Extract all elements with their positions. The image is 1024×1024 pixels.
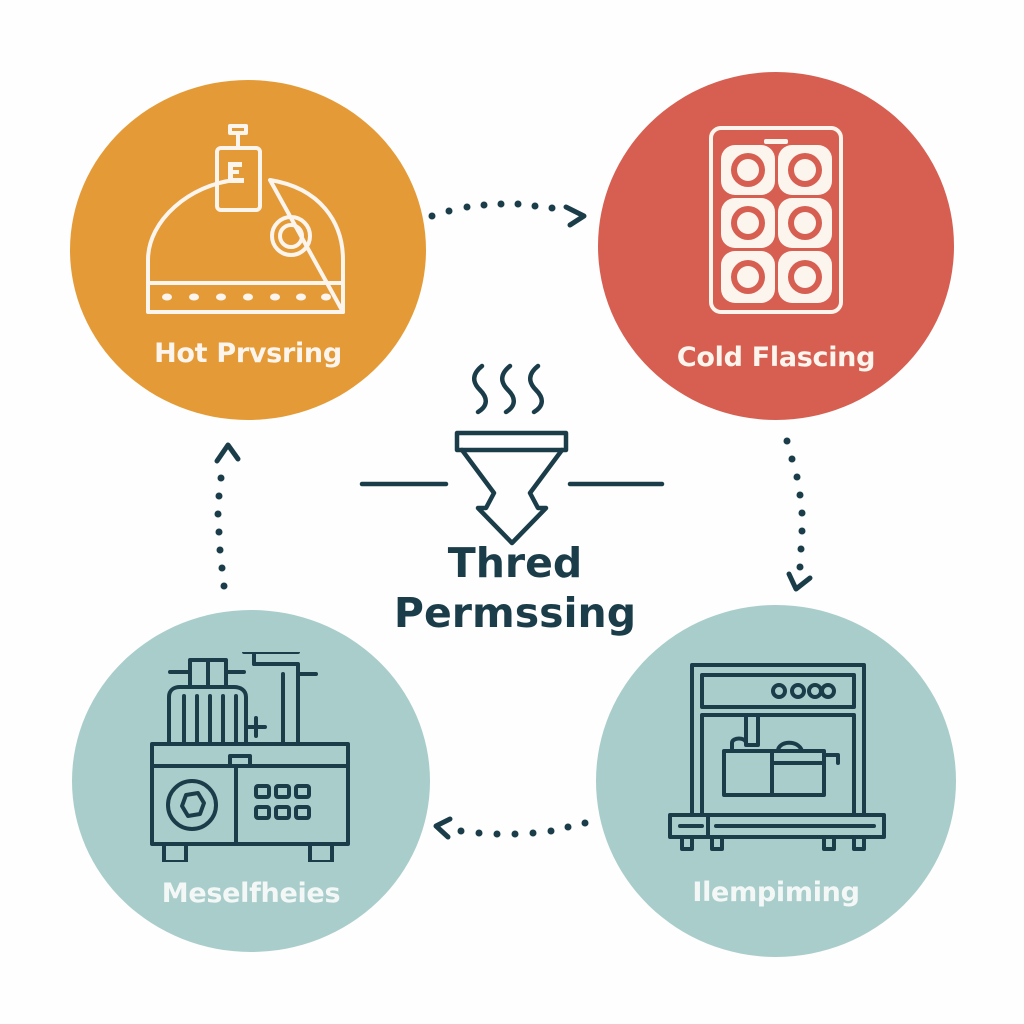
center-title-line2: Permssing [393,589,637,637]
steam-icon [472,363,488,415]
press-station-icon [668,663,886,851]
mold-tray-icon [709,126,843,314]
node-ilempiming[interactable]: Ilempiming [596,605,956,957]
node-label: Hot Prvsring [154,338,342,369]
arrow-hot-to-cold [428,200,556,220]
dome-machine-icon [146,124,345,314]
arrowhead-left [433,816,453,840]
node-cold-flascing[interactable]: Cold Flascing [598,72,954,420]
node-label: Meselfheies [161,878,341,909]
node-label: Cold Flascing [676,342,876,373]
center-title-line1: Thred [447,539,583,587]
arrow-hemp-to-mesel [457,819,589,838]
arrowhead-down [786,571,813,592]
arrow-cold-to-hemp [783,437,806,571]
node-label: Ilempiming [692,877,860,908]
funnel-arrow-icon [359,363,665,546]
arrowhead-up [214,442,241,464]
node-hot-prvsring[interactable]: Hot Prvsring [70,80,426,420]
arrowhead-right [563,204,587,228]
processing-machine-icon [150,652,350,862]
arrow-mesel-to-hot [214,474,228,590]
node-meselfheies[interactable]: Meselfheies [72,610,430,952]
